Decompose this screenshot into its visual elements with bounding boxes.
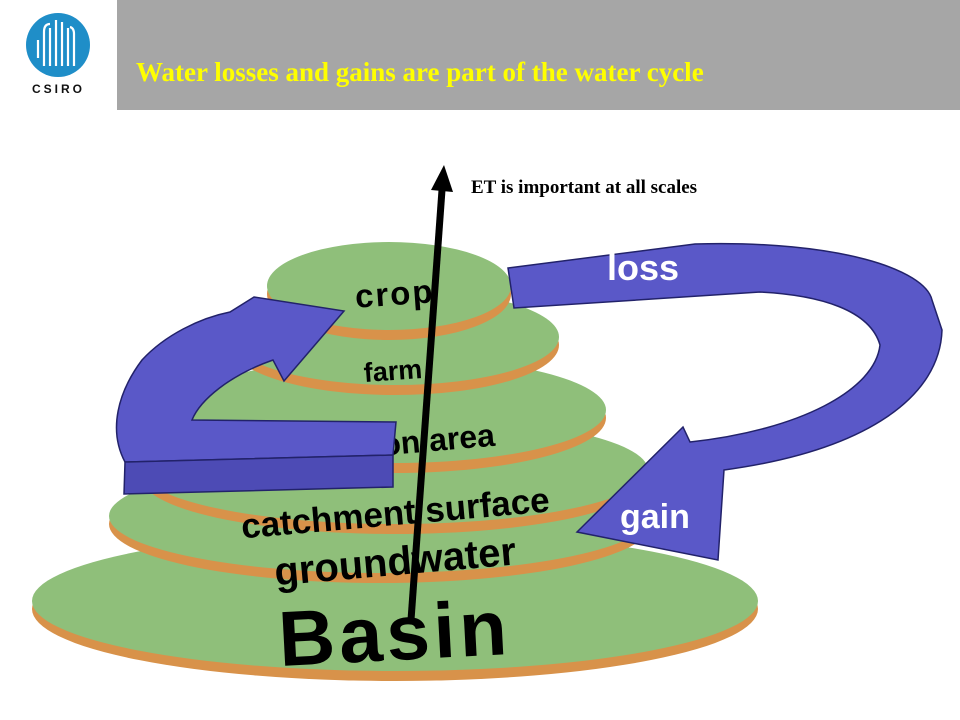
page-title: Water losses and gains are part of the w… bbox=[136, 57, 704, 87]
layer-label-farm: farm bbox=[363, 354, 423, 388]
gain-arrow bbox=[115, 296, 397, 495]
loss-label: loss bbox=[607, 247, 679, 288]
et-arrowhead-icon bbox=[431, 165, 453, 192]
et-arrow bbox=[407, 165, 453, 621]
gain-label: gain bbox=[620, 498, 690, 536]
layer-label-crop: crop bbox=[354, 272, 436, 314]
csiro-logo-icon bbox=[26, 13, 90, 77]
csiro-logo: CSIRO bbox=[0, 0, 117, 110]
et-annotation: ET is important at all scales bbox=[471, 177, 697, 198]
loss-gain-arrow: loss gain bbox=[507, 242, 943, 561]
logo-wordmark: CSIRO bbox=[31, 82, 85, 96]
layer-label-basin: Basin bbox=[276, 583, 513, 683]
title-bar: Water losses and gains are part of the w… bbox=[117, 0, 960, 110]
